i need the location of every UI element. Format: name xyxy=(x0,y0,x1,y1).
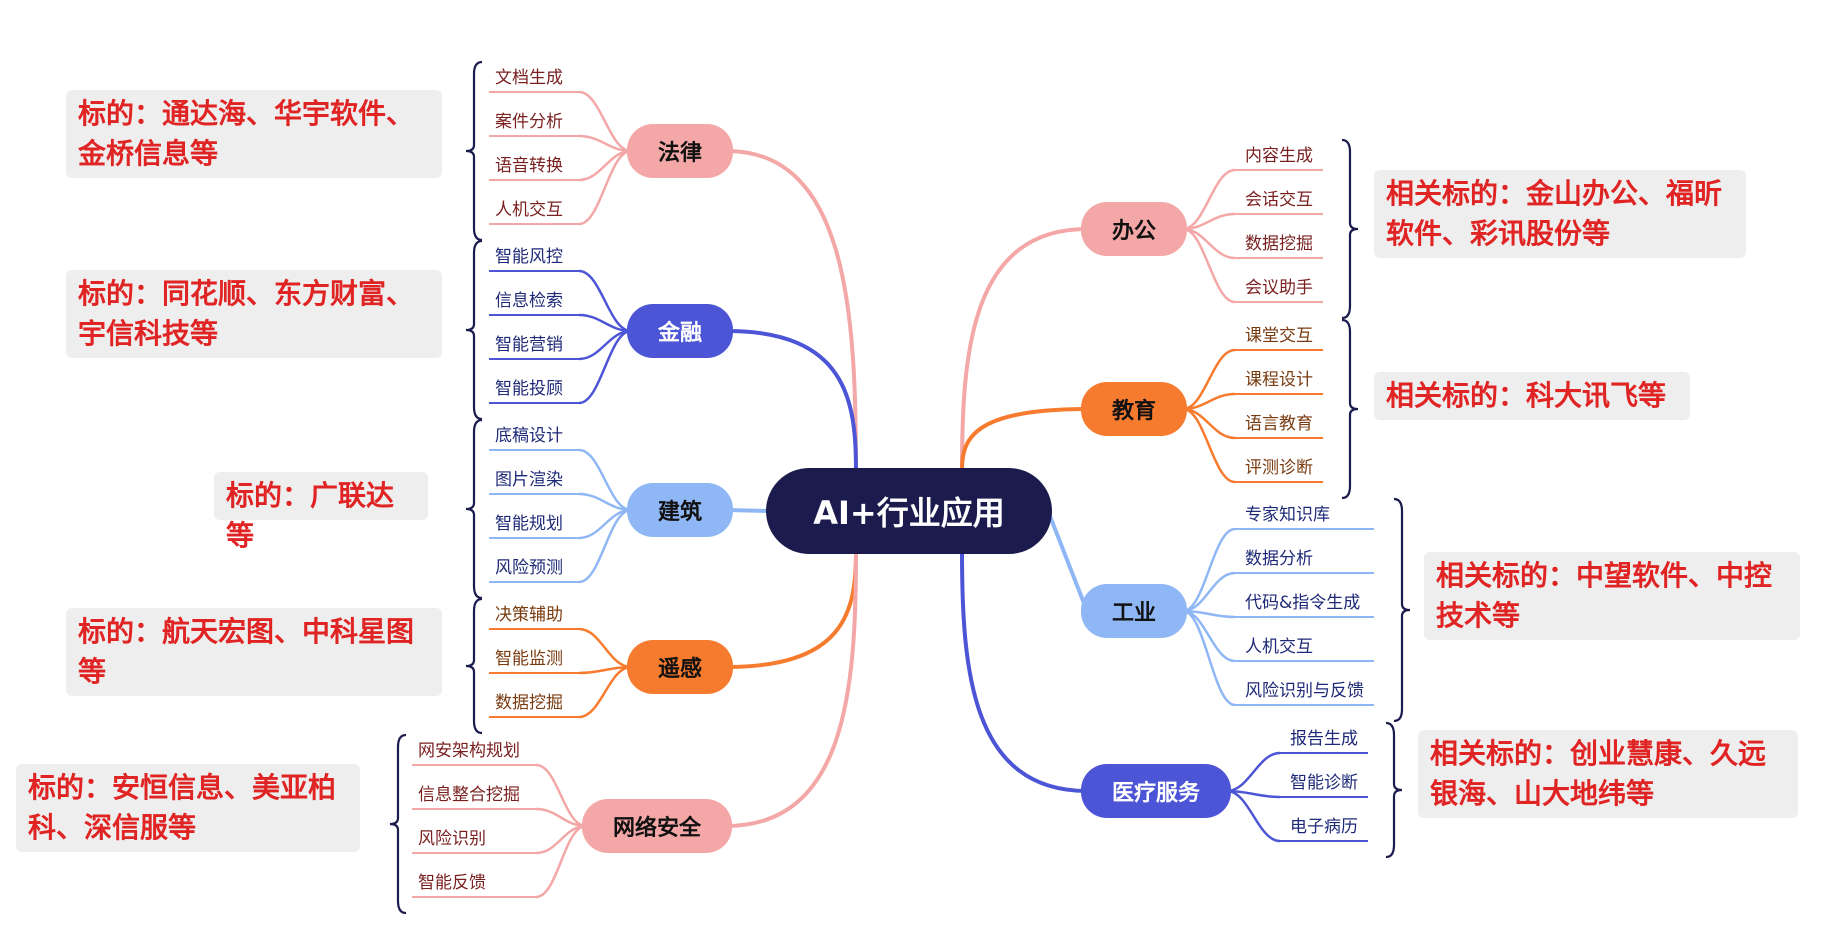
leaf-connector xyxy=(578,90,632,153)
branch-healthcare: 医疗服务 xyxy=(1081,764,1231,818)
branch-education: 教育 xyxy=(1081,382,1187,436)
branch-cybersecurity: 网络安全 xyxy=(582,799,732,853)
leaf-architecture-1: 底稿设计 xyxy=(495,426,563,446)
leaf-connector xyxy=(578,149,632,226)
leaf-industry-3: 代码&指令生成 xyxy=(1245,593,1361,613)
leaf-cybersecurity-4: 智能反馈 xyxy=(418,873,486,893)
note-cybersecurity: 标的：安恒信息、美亚柏科、深信服等 xyxy=(16,764,360,852)
branch-industry: 工业 xyxy=(1081,584,1187,638)
group-bracket xyxy=(465,60,483,242)
leaf-law-3: 语音转换 xyxy=(495,156,563,176)
leaf-connector xyxy=(578,448,632,512)
leaf-connector xyxy=(1182,609,1236,663)
leaf-industry-4: 人机交互 xyxy=(1245,637,1313,657)
leaf-architecture-4: 风险预测 xyxy=(495,558,563,578)
group-bracket xyxy=(1341,318,1359,500)
leaf-law-1: 文档生成 xyxy=(495,68,563,88)
leaf-cybersecurity-3: 风险识别 xyxy=(418,829,486,849)
leaf-architecture-2: 图片渲染 xyxy=(495,470,563,490)
leaf-connector xyxy=(578,508,632,584)
branch-remote-sensing: 遥感 xyxy=(627,640,733,694)
leaf-connector xyxy=(1182,571,1236,613)
branch-finance: 金融 xyxy=(627,304,733,358)
connector-cybersecurity xyxy=(724,550,858,828)
note-office: 相关标的：金山办公、福昕软件、彩讯股份等 xyxy=(1374,170,1746,258)
leaf-connector xyxy=(1182,527,1236,613)
leaf-office-2: 会话交互 xyxy=(1245,190,1313,210)
leaf-connector xyxy=(1182,407,1236,484)
connector-finance xyxy=(725,329,858,472)
leaf-healthcare-2: 智能诊断 xyxy=(1290,773,1358,793)
group-bracket xyxy=(1341,138,1359,320)
note-finance: 标的：同花顺、东方财富、宇信科技等 xyxy=(66,270,442,358)
leaf-education-4: 评测诊断 xyxy=(1245,458,1313,478)
leaf-connector xyxy=(535,824,587,899)
leaf-remote-sensing-2: 智能监测 xyxy=(495,649,563,669)
connector-industry xyxy=(1046,509,1089,613)
central-topic: AI+行业应用 xyxy=(766,468,1052,554)
connector-architecture xyxy=(725,508,772,513)
group-bracket xyxy=(465,418,483,600)
leaf-healthcare-1: 报告生成 xyxy=(1290,729,1358,749)
note-education: 相关标的：科大讯飞等 xyxy=(1374,372,1690,420)
leaf-education-2: 课程设计 xyxy=(1245,370,1313,390)
leaf-connector xyxy=(578,329,632,405)
branch-architecture: 建筑 xyxy=(627,483,733,537)
leaf-finance-3: 智能营销 xyxy=(495,335,563,355)
leaf-connector xyxy=(1226,751,1281,793)
connector-office xyxy=(960,227,1089,472)
connector-education xyxy=(960,407,1089,472)
leaf-law-4: 人机交互 xyxy=(495,200,563,220)
leaf-education-3: 语言教育 xyxy=(1245,414,1313,434)
note-architecture: 标的：广联达等 xyxy=(214,472,428,552)
note-healthcare: 相关标的：创业慧康、久远银海、山大地纬等 xyxy=(1418,730,1798,818)
group-bracket xyxy=(465,597,483,735)
leaf-finance-4: 智能投顾 xyxy=(495,379,563,399)
leaf-finance-2: 信息检索 xyxy=(495,291,563,311)
leaf-connector xyxy=(1182,168,1236,231)
leaf-industry-1: 专家知识库 xyxy=(1245,505,1330,525)
leaf-connector xyxy=(535,763,587,828)
leaf-office-1: 内容生成 xyxy=(1245,146,1313,166)
leaf-cybersecurity-1: 网安架构规划 xyxy=(418,741,520,761)
leaf-remote-sensing-3: 数据挖掘 xyxy=(495,693,563,713)
note-remote-sensing: 标的：航天宏图、中科星图等 xyxy=(66,608,442,696)
leaf-healthcare-3: 电子病历 xyxy=(1290,817,1358,837)
branch-office: 办公 xyxy=(1081,202,1187,256)
leaf-finance-1: 智能风控 xyxy=(495,247,563,267)
note-law: 标的：通达海、华宇软件、金桥信息等 xyxy=(66,90,442,178)
leaf-education-1: 课堂交互 xyxy=(1245,326,1313,346)
leaf-office-3: 数据挖掘 xyxy=(1245,234,1313,254)
leaf-remote-sensing-1: 决策辅助 xyxy=(495,605,563,625)
connector-healthcare xyxy=(960,550,1089,793)
leaf-connector xyxy=(1182,227,1236,304)
group-bracket xyxy=(1385,721,1403,859)
branch-law: 法律 xyxy=(627,124,733,178)
leaf-architecture-3: 智能规划 xyxy=(495,514,563,534)
leaf-connector xyxy=(1182,609,1236,707)
leaf-law-2: 案件分析 xyxy=(495,112,563,132)
connector-remote-sensing xyxy=(725,550,858,669)
group-bracket xyxy=(1393,497,1411,723)
leaf-connector xyxy=(1182,348,1236,411)
connector-law xyxy=(725,149,858,472)
leaf-cybersecurity-2: 信息整合挖掘 xyxy=(418,785,520,805)
leaf-connector xyxy=(578,627,632,669)
group-bracket xyxy=(389,733,407,915)
leaf-industry-2: 数据分析 xyxy=(1245,549,1313,569)
leaf-industry-5: 风险识别与反馈 xyxy=(1245,681,1364,701)
leaf-connector xyxy=(1226,789,1281,843)
leaf-connector xyxy=(578,665,632,719)
group-bracket xyxy=(465,239,483,421)
note-industry: 相关标的：中望软件、中控技术等 xyxy=(1424,552,1800,640)
leaf-connector xyxy=(578,269,632,333)
leaf-office-4: 会议助手 xyxy=(1245,278,1313,298)
